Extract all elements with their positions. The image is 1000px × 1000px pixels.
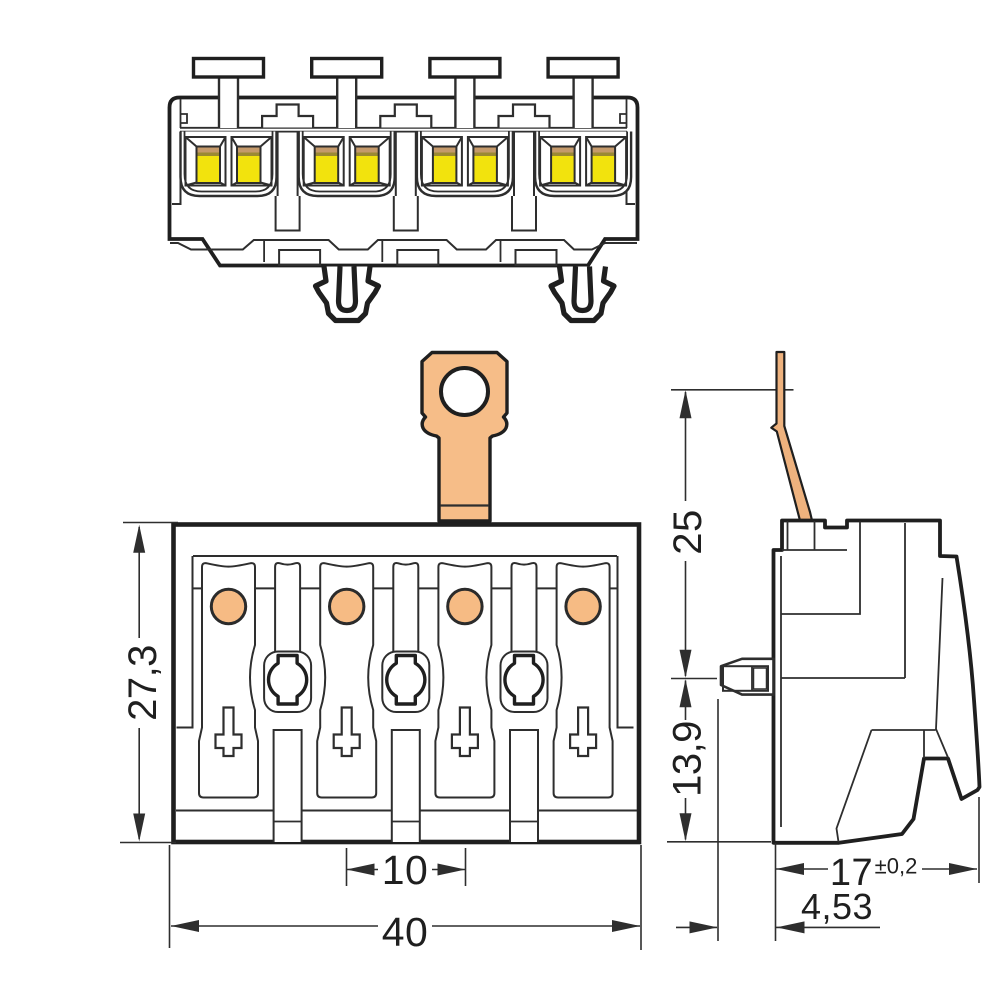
svg-text:10: 10	[382, 847, 429, 893]
svg-text:4,53: 4,53	[801, 886, 873, 927]
svg-text:17: 17	[830, 852, 873, 894]
svg-text:40: 40	[382, 909, 429, 955]
svg-text:25: 25	[666, 509, 710, 555]
svg-text:27,3: 27,3	[121, 645, 165, 721]
svg-text:±0,2: ±0,2	[875, 854, 918, 879]
svg-text:13,9: 13,9	[666, 721, 710, 797]
